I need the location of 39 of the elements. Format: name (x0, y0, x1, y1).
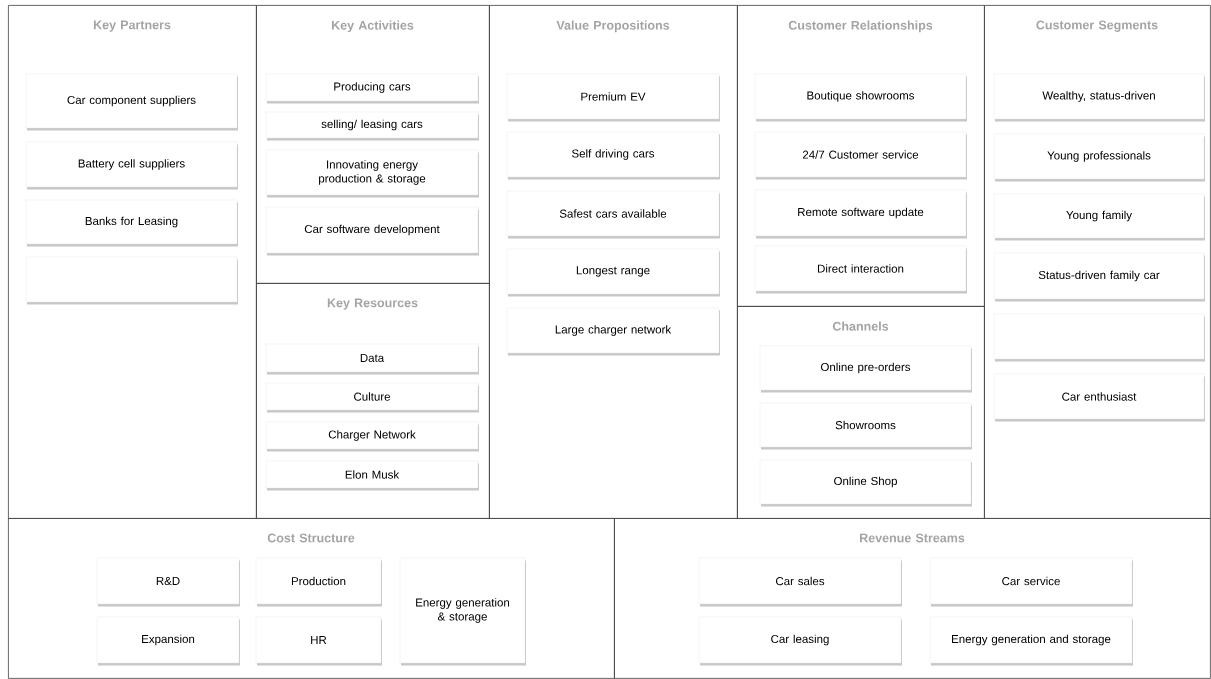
card: Young family (993, 193, 1205, 241)
card: Longest range (506, 248, 720, 297)
card: Banks for Leasing (25, 199, 238, 247)
empty-card (25, 256, 238, 305)
card: Car software development (265, 206, 479, 256)
card: Data (265, 343, 479, 375)
card: Expansion (96, 616, 240, 666)
card: Status-driven family car (993, 252, 1205, 302)
card: Car leasing (698, 616, 902, 666)
card: R&D (96, 557, 240, 607)
empty-card (993, 313, 1205, 362)
card: Boutique showrooms (754, 73, 967, 122)
card: Car sales (698, 557, 902, 607)
card: Showrooms (759, 402, 972, 450)
card: Car service (929, 557, 1133, 607)
card: Culture (265, 382, 479, 413)
card: selling/ leasing cars (265, 111, 479, 141)
card: Remote software update (754, 189, 967, 239)
card: Car component suppliers (25, 73, 238, 131)
card: Production (255, 557, 382, 607)
card: Battery cell suppliers (25, 141, 238, 190)
card: 24/7 Customer service (754, 131, 967, 180)
card: Large charger network (506, 307, 720, 356)
card: Energy generation and storage (929, 616, 1133, 666)
card: Elon Musk (265, 460, 479, 491)
card: Energy generation & storage (399, 557, 526, 666)
card: Safest cars available (506, 190, 720, 239)
card: Charger Network (265, 421, 479, 452)
card: Self driving cars (506, 131, 720, 180)
card: Online pre-orders (759, 345, 972, 393)
card: HR (255, 616, 382, 666)
card: Wealthy, status-driven (993, 73, 1205, 122)
card: Online Shop (759, 459, 972, 507)
card: Premium EV (506, 73, 720, 122)
card: Innovating energy production & storage (265, 149, 479, 198)
card: Young professionals (993, 133, 1205, 182)
card: Car enthusiast (993, 373, 1205, 422)
card: Direct interaction (754, 245, 967, 294)
card: Producing cars (265, 73, 479, 104)
